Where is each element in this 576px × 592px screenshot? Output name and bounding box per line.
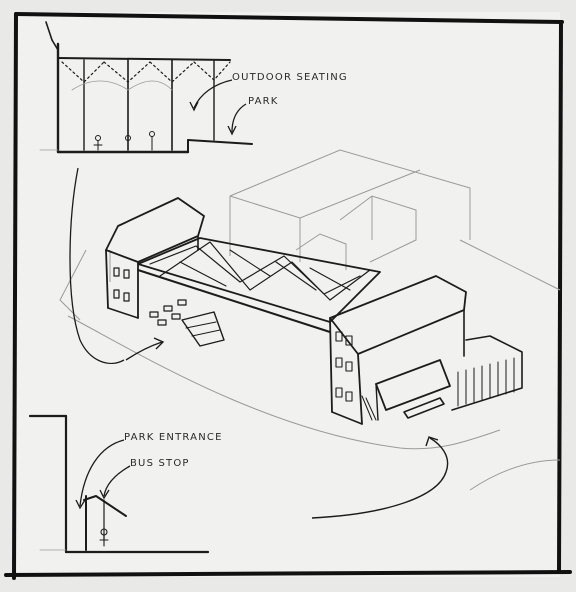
label-park-entrance: PARK ENTRANCE <box>124 432 223 443</box>
leader-outdoor-seating <box>189 79 233 112</box>
section-sketch-entrance <box>28 414 210 554</box>
drawing-frame <box>4 12 572 580</box>
flow-connector <box>69 167 125 364</box>
entry-arrow-left <box>125 337 165 361</box>
label-bus-stop: BUS STOP <box>130 458 190 469</box>
label-outdoor-seating: OUTDOOR SEATING <box>232 72 348 83</box>
label-park: PARK <box>248 96 279 107</box>
paper-inner <box>16 12 560 577</box>
section-sketch-park <box>39 21 253 154</box>
axonometric-building <box>105 197 523 425</box>
leader-park <box>227 103 247 136</box>
entry-arrow-right <box>311 436 449 519</box>
leader-park-entrance <box>75 439 125 510</box>
leader-bus-stop <box>99 465 131 500</box>
